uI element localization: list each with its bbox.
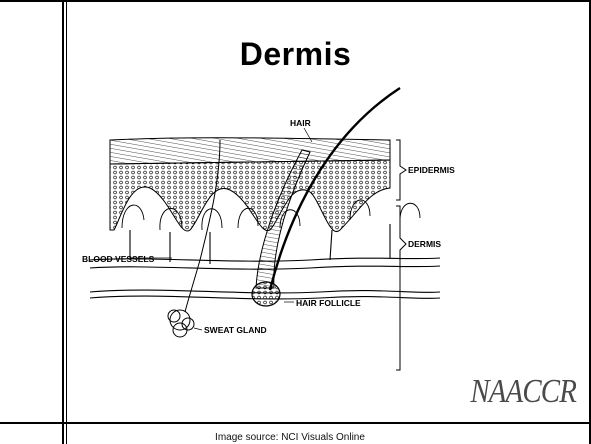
- sweat-gland-coil: [168, 310, 194, 337]
- logo-text: NAACCR: [470, 373, 576, 411]
- naaccr-logo: NAACCR: [463, 368, 583, 416]
- epidermis-cell-layer: [110, 160, 390, 232]
- label-hair-follicle: HAIR FOLLICLE: [296, 298, 361, 308]
- label-blood-vessels: BLOOD VESSELS: [82, 254, 155, 264]
- label-sweat-gland: SWEAT GLAND: [204, 325, 267, 335]
- label-dermis: DERMIS: [408, 239, 441, 249]
- label-epidermis: EPIDERMIS: [408, 165, 455, 175]
- frame-top-border: [0, 0, 591, 2]
- epidermis-surface: [110, 138, 390, 164]
- slide-title: Dermis: [0, 36, 591, 73]
- bottom-rule: [0, 422, 591, 424]
- label-hair: HAIR: [290, 118, 311, 128]
- dermis-bracket: [396, 206, 406, 370]
- image-caption: Image source: NCI Visuals Online: [70, 432, 510, 443]
- skin-diagram: HAIR EPIDERMIS DERMIS BLOOD VESSELS HAIR…: [70, 80, 500, 390]
- epidermis-bracket: [396, 140, 406, 200]
